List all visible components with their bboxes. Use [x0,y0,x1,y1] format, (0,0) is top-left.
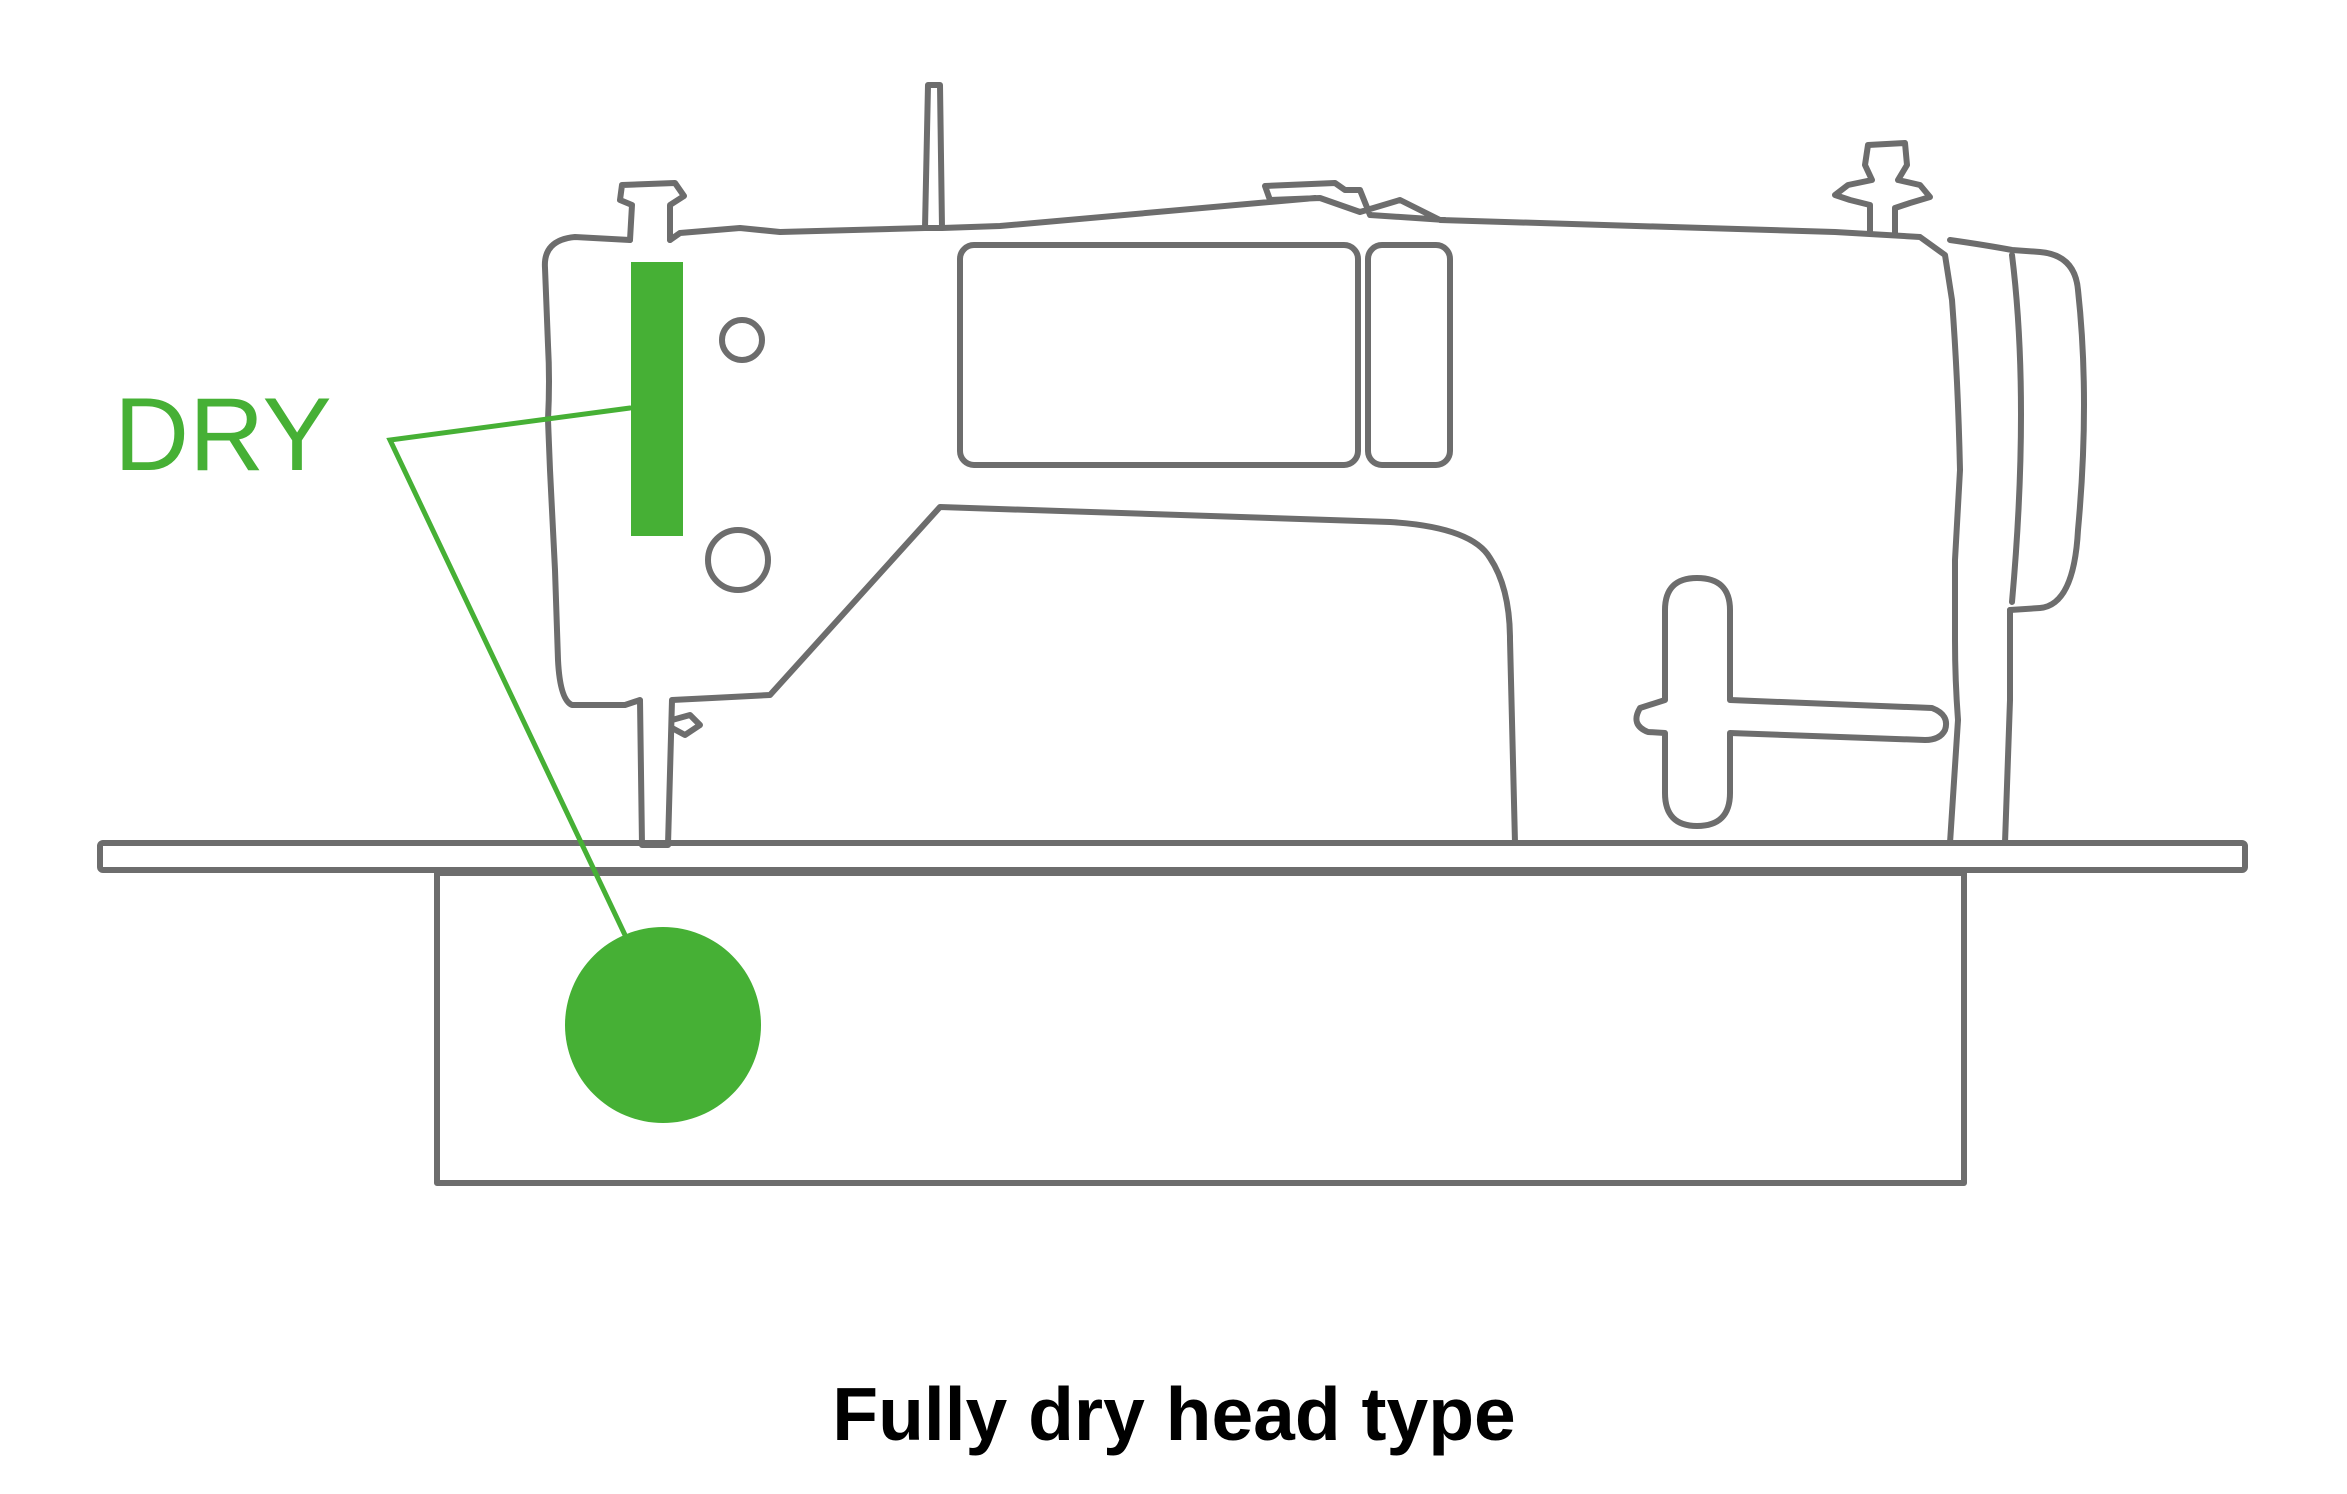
table [97,840,2248,1186]
dry-leader-line [386,405,633,938]
dry-oil-pan-marker [565,927,761,1123]
faceplate-screw-lower [705,527,771,593]
top-tension-knob [1832,140,1933,238]
top-cover-window-large [957,242,1361,468]
faceplate-screw-upper [719,317,765,363]
dry-label: DRY [114,377,332,493]
machine-body [541,180,2013,848]
presser-foot [669,712,703,738]
presser-bar-cap [617,180,687,243]
reverse-lever [1633,575,1950,829]
dry-indicator: DRY [114,262,761,1123]
table-top [97,840,2248,873]
thread-guide-rod [922,82,945,231]
sewing-machine-head [541,82,2087,848]
handwheel [1947,237,2087,613]
dry-faceplate-marker [631,262,683,536]
handwheel-rim [2009,252,2024,605]
figure-caption: Fully dry head type [832,1372,1516,1456]
table-cabinet [434,870,1967,1186]
top-cover-window-small [1365,242,1453,468]
